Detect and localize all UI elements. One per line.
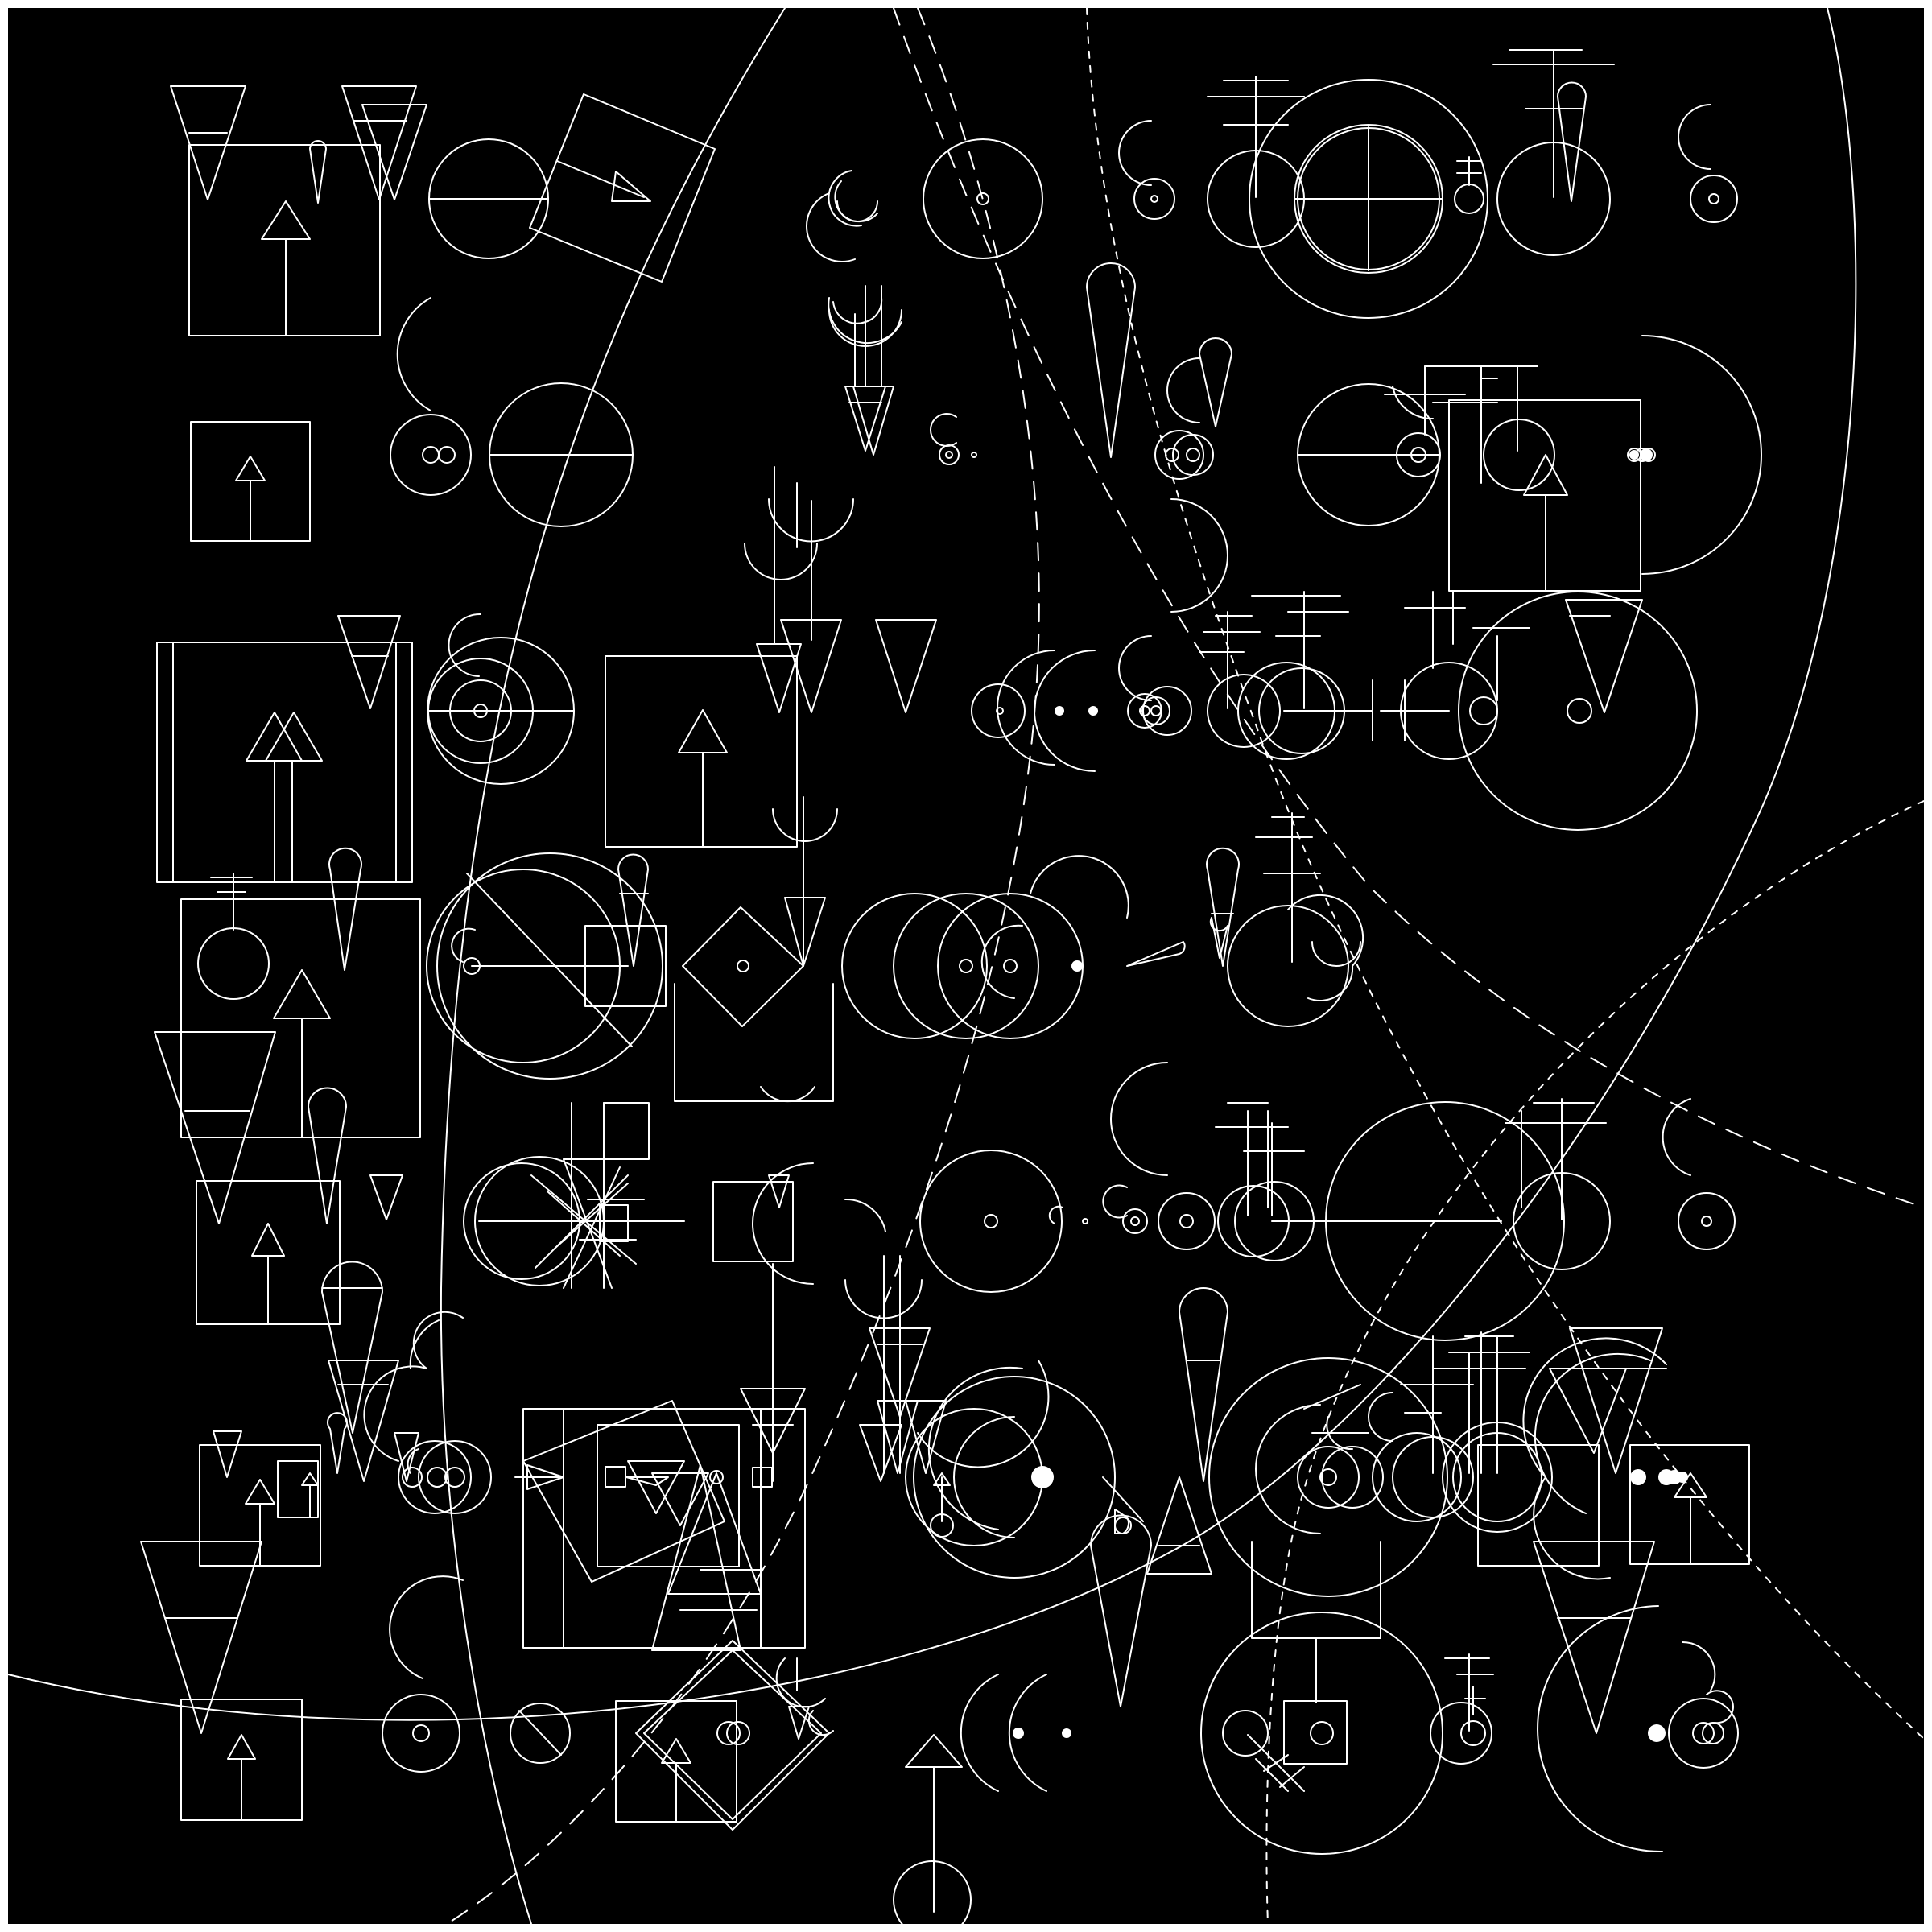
guide-arcs-dashed xyxy=(446,7,1925,1925)
row-3-glyphs xyxy=(156,466,1698,883)
background xyxy=(8,8,1924,1924)
row-2-glyphs xyxy=(190,262,1762,613)
guide-arcs-solid xyxy=(7,7,1857,1925)
row-4-glyphs xyxy=(154,796,1364,1224)
row-5-glyphs xyxy=(196,1062,1736,1434)
row-6-glyphs xyxy=(199,1255,1750,1707)
row-7-glyphs xyxy=(140,1464,1739,1932)
guide-arcs-dotted xyxy=(1086,7,1925,1925)
glyph-field xyxy=(7,7,1925,1932)
row-1-glyphs xyxy=(170,49,1738,336)
